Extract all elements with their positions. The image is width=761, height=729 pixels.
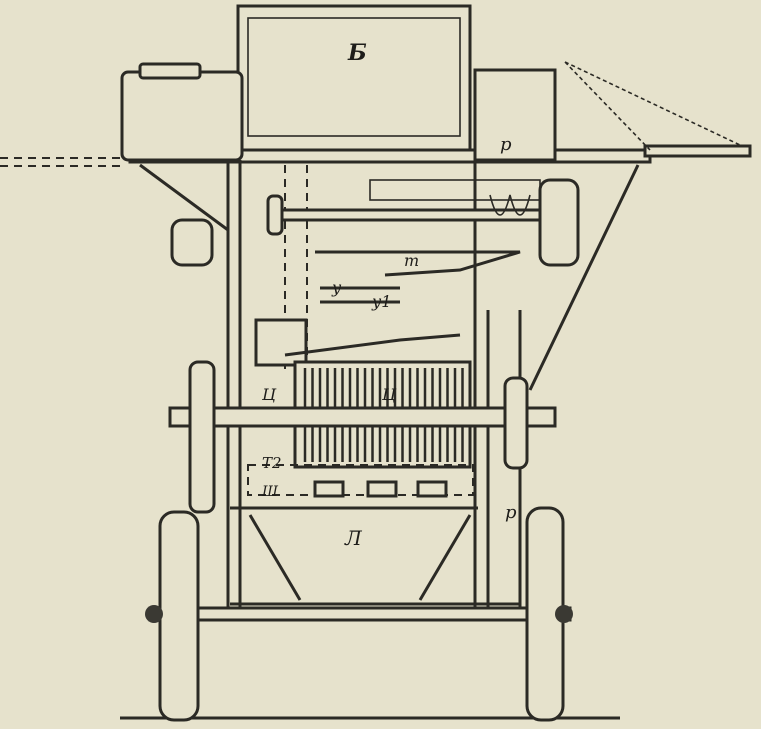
gear-box bbox=[473, 68, 557, 162]
auger-screw bbox=[489, 194, 531, 216]
chain bbox=[564, 61, 741, 151]
label-m: m bbox=[404, 251, 419, 270]
label-r-bottom: р bbox=[505, 502, 517, 523]
label-bunker: Б bbox=[347, 40, 367, 66]
wheel-pulley-left bbox=[188, 360, 216, 514]
wheel-pulley-right bbox=[503, 376, 529, 470]
label-t2: Т2 bbox=[262, 454, 282, 472]
cup-1 bbox=[313, 480, 345, 498]
right-platform bbox=[643, 144, 752, 158]
feeder-box bbox=[254, 318, 308, 367]
label-r-top: р bbox=[500, 134, 512, 155]
hub-left bbox=[145, 605, 163, 623]
trough bbox=[247, 464, 474, 496]
pulley-left bbox=[170, 218, 214, 267]
brace-left bbox=[139, 163, 229, 232]
feeder-slope bbox=[284, 333, 461, 357]
pulley-right bbox=[538, 178, 580, 267]
brace-right bbox=[528, 164, 640, 391]
auger-housing bbox=[369, 179, 541, 201]
engine-cap bbox=[138, 62, 202, 80]
wheel-left bbox=[158, 510, 200, 722]
brace-lower-left bbox=[248, 514, 302, 601]
label-y: у bbox=[331, 278, 342, 297]
label-ts-left: Ц bbox=[261, 385, 277, 404]
brace-lower-right bbox=[418, 514, 472, 601]
engine-housing bbox=[120, 70, 244, 162]
hub-right bbox=[555, 605, 573, 623]
shaft-wheel bbox=[266, 194, 284, 236]
hopper-inner bbox=[247, 17, 461, 137]
hopper bbox=[236, 4, 472, 158]
label-y1: у1 bbox=[371, 292, 391, 311]
label-l: Л bbox=[344, 526, 363, 550]
label-sh: Ш bbox=[261, 484, 279, 500]
axle bbox=[148, 606, 572, 622]
cup-3 bbox=[416, 480, 448, 498]
main-shaft bbox=[168, 406, 557, 428]
chute bbox=[315, 250, 521, 277]
cup-2 bbox=[366, 480, 398, 498]
label-ts-drum: Ц bbox=[381, 385, 397, 404]
